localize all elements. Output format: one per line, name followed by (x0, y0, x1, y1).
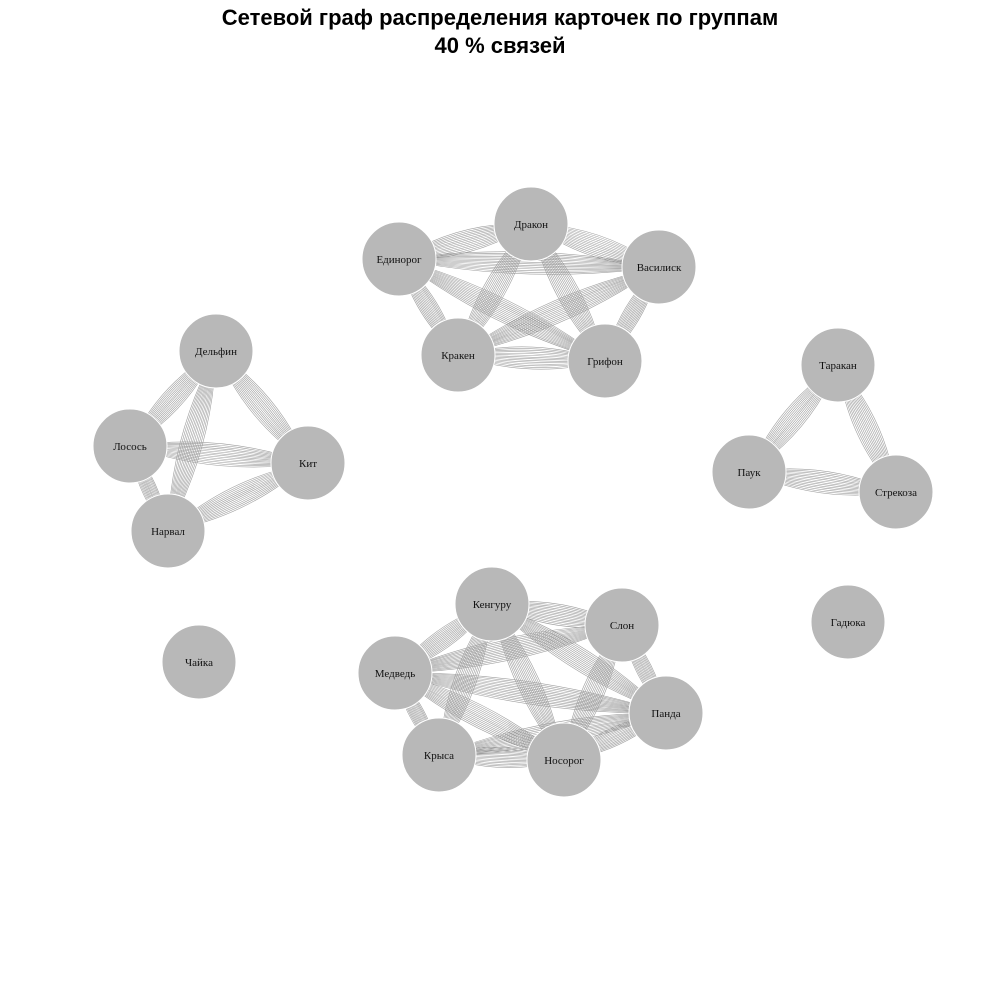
node-label-bear: Медведь (375, 668, 415, 680)
node-circle-kraken (420, 317, 496, 393)
node-circle-unicorn (361, 221, 437, 297)
title-line-1: Сетевой граф распределения карточек по г… (221, 5, 779, 30)
node-circle-dragonfly (858, 454, 934, 530)
node-label-kraken: Кракен (441, 350, 475, 362)
node-circle-viper (810, 584, 886, 660)
node-label-kangaroo: Кенгуру (473, 599, 512, 611)
node-kangaroo: Кенгуру (454, 566, 530, 642)
node-circle-cockroach (800, 327, 876, 403)
node-viper: Гадюка (810, 584, 886, 660)
node-label-narwhal: Нарвал (151, 526, 185, 538)
node-kraken: Кракен (420, 317, 496, 393)
node-label-dolphin: Дельфин (195, 346, 237, 358)
node-rat: Крыса (401, 717, 477, 793)
node-label-salmon: Лосось (113, 441, 147, 453)
node-basilisk: Василиск (621, 229, 697, 305)
node-narwhal: Нарвал (130, 493, 206, 569)
node-circle-panda (628, 675, 704, 751)
node-label-elephant: Слон (610, 620, 634, 632)
node-dolphin: Дельфин (178, 313, 254, 389)
node-salmon: Лосось (92, 408, 168, 484)
node-label-unicorn: Единорог (376, 254, 422, 266)
node-rhino: Носорог (526, 722, 602, 798)
node-spider: Паук (711, 434, 787, 510)
node-circle-narwhal (130, 493, 206, 569)
node-griffin: Грифон (567, 323, 643, 399)
node-gull: Чайка (161, 624, 237, 700)
node-circle-dolphin (178, 313, 254, 389)
node-label-dragon: Дракон (514, 219, 548, 231)
node-unicorn: Единорог (361, 221, 437, 297)
node-circle-elephant (584, 587, 660, 663)
title-line-2: 40 % связей (434, 33, 566, 58)
node-label-basilisk: Василиск (637, 262, 682, 274)
node-label-panda: Панда (651, 708, 680, 720)
edges-layer (129, 223, 897, 768)
node-circle-rat (401, 717, 477, 793)
chart-title: Сетевой граф распределения карточек по г… (0, 4, 1000, 60)
node-whale: Кит (270, 425, 346, 501)
node-panda: Панда (628, 675, 704, 751)
node-label-gull: Чайка (185, 657, 213, 669)
node-bear: Медведь (357, 635, 433, 711)
node-dragonfly: Стрекоза (858, 454, 934, 530)
node-label-rat: Крыса (424, 750, 454, 762)
node-label-whale: Кит (299, 458, 317, 470)
node-label-dragonfly: Стрекоза (875, 487, 917, 499)
node-label-griffin: Грифон (587, 356, 623, 368)
node-circle-spider (711, 434, 787, 510)
node-label-cockroach: Таракан (819, 360, 857, 372)
node-circle-whale (270, 425, 346, 501)
node-cockroach: Таракан (800, 327, 876, 403)
node-circle-dragon (493, 186, 569, 262)
node-label-rhino: Носорог (544, 755, 584, 767)
node-circle-basilisk (621, 229, 697, 305)
node-label-viper: Гадюка (831, 617, 866, 629)
node-elephant: Слон (584, 587, 660, 663)
node-dragon: Дракон (493, 186, 569, 262)
node-circle-kangaroo (454, 566, 530, 642)
node-circle-bear (357, 635, 433, 711)
node-circle-griffin (567, 323, 643, 399)
node-circle-salmon (92, 408, 168, 484)
node-label-spider: Паук (737, 467, 761, 479)
node-circle-rhino (526, 722, 602, 798)
node-circle-gull (161, 624, 237, 700)
